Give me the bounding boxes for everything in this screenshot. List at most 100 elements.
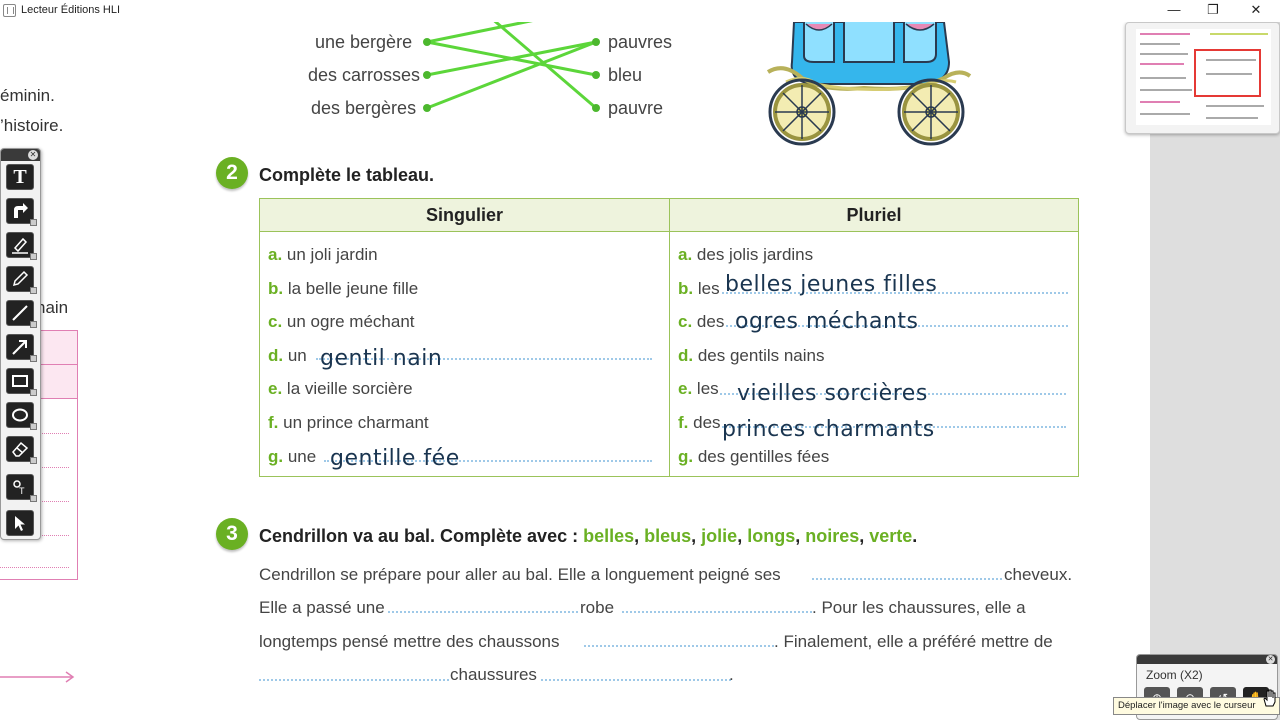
callout-arrow-icon	[14, 203, 28, 218]
blank-5[interactable]	[259, 679, 449, 681]
eraser-tool-button[interactable]	[6, 436, 37, 464]
pluriel-row-b: b. les	[678, 279, 720, 298]
pluriel-row-d: d. des gentils nains	[678, 346, 825, 365]
left-page-text-3: nain	[36, 298, 69, 317]
match-left-1: une bergère	[315, 32, 413, 52]
exercise-2-title: Complète le tableau.	[259, 165, 435, 185]
singulier-row-b: b. la belle jeune fille	[268, 279, 419, 298]
singulier-row-c: c. un ogre méchant	[268, 312, 415, 331]
paragraph-line-2a: Elle a passé une	[259, 598, 385, 617]
left-page-text-2: ’histoire.	[0, 116, 64, 135]
singular-plural-table: Singulier Pluriel	[259, 198, 1079, 477]
annotation-toolbar: ✕ T	[0, 148, 41, 540]
app-logo-icon	[3, 4, 16, 17]
highlighter-icon	[12, 237, 28, 254]
page-thumbnail[interactable]	[1136, 29, 1271, 125]
handwritten-answer-singulier-g: gentille fée	[330, 446, 460, 471]
cursor-arrow-icon	[15, 516, 25, 531]
singulier-row-g: g. une	[268, 447, 317, 466]
select-tool-button[interactable]	[6, 510, 34, 536]
exercise-2-number: 2	[216, 157, 248, 189]
matching-lines	[423, 22, 600, 112]
pluriel-row-g: g. des gentilles fées	[678, 447, 830, 466]
highlighter-tool-button[interactable]	[6, 232, 37, 260]
pencil-icon	[12, 270, 29, 287]
paragraph-line-2b: robe	[580, 598, 615, 617]
handwritten-answer-pluriel-b: belles jeunes filles	[725, 272, 938, 297]
svg-text:T: T	[19, 486, 25, 496]
minimize-button[interactable]: —	[1167, 2, 1181, 17]
restore-button[interactable]: ❐	[1207, 2, 1219, 17]
blank-1[interactable]	[812, 578, 1002, 580]
line-tool-button[interactable]	[6, 300, 37, 328]
hand-cursor-icon	[1263, 689, 1276, 707]
match-right-2: bleu	[608, 65, 643, 85]
close-toolbar-icon[interactable]: ✕	[28, 150, 38, 160]
arrow-line-tool-button[interactable]	[6, 334, 37, 362]
header-pluriel: Pluriel	[670, 199, 1078, 232]
stamp-tool-button[interactable]: T	[6, 474, 37, 502]
match-left-2: des carrosses	[308, 65, 421, 85]
handwritten-answer-pluriel-e: vieilles sorcières	[737, 381, 928, 406]
arrow-line-icon	[12, 340, 27, 355]
handwritten-answer-singulier-d: gentil nain	[320, 346, 443, 371]
paragraph-line-1b: cheveux.	[1004, 565, 1073, 584]
ellipse-icon	[12, 408, 28, 422]
singulier-row-e: e. la vieille sorcière	[268, 379, 413, 398]
zoom-panel-header[interactable]: ✕	[1137, 655, 1277, 664]
line-icon	[12, 305, 28, 321]
page-navigator[interactable]	[1125, 22, 1280, 134]
paragraph-line-1a: Cendrillon se prépare pour aller au bal.…	[259, 565, 781, 584]
blank-2[interactable]	[388, 611, 578, 613]
close-zoom-icon[interactable]: ✕	[1266, 655, 1275, 664]
singulier-row-a: a. un joli jardin	[268, 245, 378, 264]
viewport-indicator[interactable]	[1194, 49, 1261, 97]
scroll-pane[interactable]	[1150, 22, 1280, 720]
toolbar-header[interactable]: ✕	[1, 149, 40, 161]
singulier-row-f: f. un prince charmant	[268, 413, 429, 432]
left-page-text-1: éminin.	[0, 86, 55, 105]
answer-line-pluriel-c[interactable]	[726, 325, 1068, 327]
blank-6[interactable]	[541, 679, 731, 681]
text-tool-button[interactable]: T	[6, 164, 34, 190]
pluriel-row-f: f. des	[678, 413, 721, 432]
pink-arrow-icon	[0, 671, 75, 683]
answer-line-singulier-d[interactable]	[316, 358, 652, 360]
pluriel-row-a: a. des jolis jardins	[678, 245, 814, 264]
match-left-3: des bergères	[311, 98, 417, 118]
blank-4[interactable]	[584, 645, 774, 647]
answer-line-pluriel-b[interactable]	[722, 292, 1068, 294]
paragraph-line-2c: . Pour les chaussures, elle a	[812, 598, 1026, 617]
eraser-icon	[12, 441, 29, 457]
zoom-level-label: Zoom (X2)	[1146, 668, 1203, 682]
paragraph-line-3a: longtemps pensé mettre des chaussons	[259, 632, 560, 651]
blank-3[interactable]	[622, 611, 812, 613]
exercise-3-title: Cendrillon va au bal. Complète avec : be…	[259, 526, 918, 546]
rectangle-icon	[12, 375, 28, 387]
answer-line-singulier-g[interactable]	[324, 460, 652, 462]
answer-line-pluriel-f[interactable]	[722, 426, 1066, 428]
match-right-3: pauvre	[608, 98, 664, 118]
header-singulier: Singulier	[260, 199, 669, 232]
match-right-1: pauvres	[608, 32, 673, 52]
answer-line-pluriel-e[interactable]	[720, 393, 1066, 395]
pan-tooltip: Déplacer l'image avec le curseur	[1113, 697, 1280, 715]
pluriel-row-c: c. des	[678, 312, 725, 331]
carriage-illustration	[766, 22, 972, 146]
stamp-icon: T	[13, 480, 25, 496]
handwritten-answer-pluriel-f: princes charmants	[722, 417, 935, 442]
handwritten-answer-pluriel-c: ogres méchants	[735, 309, 919, 334]
pencil-tool-button[interactable]	[6, 266, 37, 294]
singulier-row-d: d. un	[268, 346, 307, 365]
text-tool-icon: T	[13, 165, 27, 188]
paragraph-line-3b: . Finalement, elle a préféré mettre de	[774, 632, 1053, 651]
close-window-button[interactable]: ✕	[1250, 2, 1262, 17]
pluriel-row-e: e. les	[678, 379, 719, 398]
ellipse-tool-button[interactable]	[6, 402, 37, 430]
rectangle-tool-button[interactable]	[6, 368, 37, 396]
callout-tool-button[interactable]	[6, 198, 37, 226]
title-bar: Lecteur Éditions HLI — ❐ ✕	[0, 0, 1280, 22]
paragraph-line-4b: .	[729, 665, 734, 684]
window-title: Lecteur Éditions HLI	[21, 4, 121, 16]
